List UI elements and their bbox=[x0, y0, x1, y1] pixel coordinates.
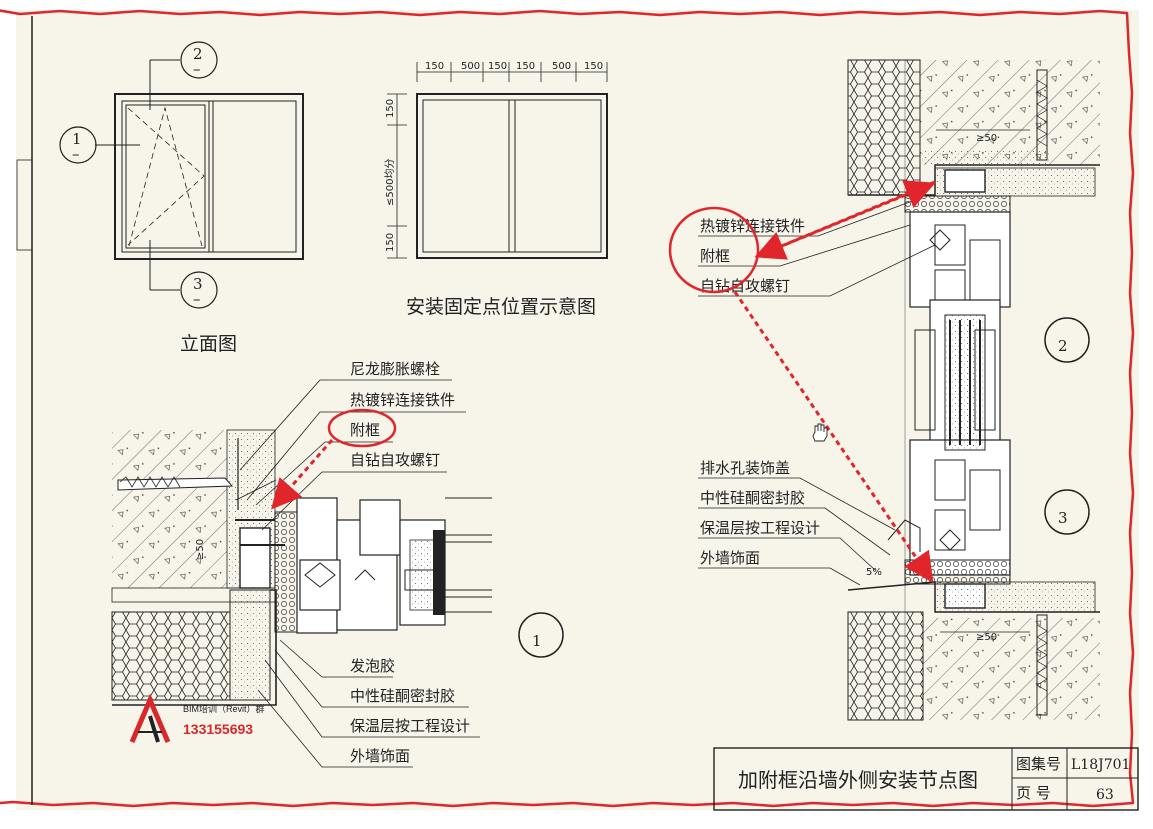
title-block bbox=[713, 747, 1139, 811]
title-block-set-label: 图集号 bbox=[1016, 755, 1061, 773]
d1-label-self-tapping-screw: 自钻自攻螺钉 bbox=[350, 451, 440, 469]
detail-1-leaders bbox=[239, 379, 480, 768]
d1-label-sub-frame: 附框 bbox=[350, 421, 380, 439]
red-arrow-to-top-frame bbox=[759, 180, 936, 257]
title-block-page-value: 63 bbox=[1096, 787, 1114, 803]
detail-2-number: 2 bbox=[1058, 337, 1068, 355]
detail-3-number: 3 bbox=[1058, 509, 1068, 527]
fix-dim-left-2: 150 bbox=[385, 233, 396, 252]
title-block-page-label: 页 号 bbox=[1016, 784, 1051, 802]
marker-3-sub: – bbox=[193, 290, 201, 308]
dr-label-galv-connector: 热镀锌连接铁件 bbox=[700, 217, 805, 235]
dr-label-sealant: 中性硅酮密封胶 bbox=[700, 489, 805, 507]
watermark-number: 133155693 bbox=[183, 721, 253, 737]
torn-red-border bbox=[0, 9, 1135, 808]
title-block-title: 加附框沿墙外侧安装节点图 bbox=[738, 768, 978, 792]
dr-label-facade: 外墙饰面 bbox=[700, 549, 760, 567]
red-arrow-subframe-left bbox=[271, 439, 334, 510]
fix-dim-top-5: 150 bbox=[584, 61, 603, 72]
fix-dim-top-2: 150 bbox=[488, 61, 507, 72]
detail-1-number-circle bbox=[518, 612, 564, 658]
red-highlight-subframe-left bbox=[327, 408, 397, 448]
detail-1-drawing bbox=[111, 429, 492, 706]
marker-1-sub: – bbox=[72, 145, 80, 163]
d1-label-foam: 发泡胶 bbox=[350, 657, 395, 675]
dr-label-sub-frame: 附框 bbox=[700, 247, 730, 265]
fix-points-view bbox=[396, 71, 608, 259]
detail-right-dim-top: ≥50 bbox=[976, 133, 997, 144]
d1-label-insulation: 保温层按工程设计 bbox=[350, 717, 470, 735]
fix-dim-left-1: ≤500均分 bbox=[384, 159, 396, 206]
watermark-logo bbox=[129, 693, 171, 743]
d1-label-sealant: 中性硅酮密封胶 bbox=[350, 687, 455, 705]
fix-dim-top-0: 150 bbox=[425, 61, 444, 72]
detail-right-dim-bottom: ≥50 bbox=[976, 632, 997, 643]
fix-dim-ticks-top bbox=[416, 62, 608, 82]
elevation-title: 立面图 bbox=[180, 333, 237, 355]
fix-dim-top-3: 150 bbox=[516, 61, 535, 72]
red-arrow-to-bottom-frame bbox=[733, 291, 934, 583]
detail-1-dim: ≥50 bbox=[195, 539, 206, 560]
hand-cursor-icon bbox=[812, 423, 828, 442]
marker-2-top: 2 bbox=[193, 45, 203, 63]
d1-label-facade: 外墙饰面 bbox=[350, 747, 410, 765]
fix-dim-left-0: 150 bbox=[385, 99, 396, 118]
elevation-view bbox=[59, 41, 304, 309]
detail-2-number-circle bbox=[1044, 317, 1090, 363]
fix-points-title: 安装固定点位置示意图 bbox=[406, 296, 596, 318]
marker-2-sub: – bbox=[193, 60, 201, 78]
d1-label-nylon-anchor: 尼龙膨胀螺栓 bbox=[350, 360, 440, 378]
binding-strip-marks bbox=[16, 159, 33, 251]
marker-3-bottom: 3 bbox=[193, 275, 203, 293]
fix-dim-top-4: 500 bbox=[552, 61, 571, 72]
marker-1-left: 1 bbox=[72, 130, 82, 148]
detail-3-number-circle bbox=[1044, 489, 1090, 535]
d1-label-galv-connector: 热镀锌连接铁件 bbox=[350, 391, 455, 409]
fix-dim-top-1: 500 bbox=[461, 61, 480, 72]
detail-right-slope: 5% bbox=[866, 567, 882, 578]
detail-right-leaders bbox=[698, 199, 936, 586]
dr-label-drain-cover: 排水孔装饰盖 bbox=[700, 459, 790, 477]
title-block-set-value: L18J701 bbox=[1071, 757, 1130, 773]
detail-1-number: 1 bbox=[532, 632, 542, 650]
watermark-group: BIM培训（Revit）群 bbox=[183, 703, 265, 714]
dr-label-insulation: 保温层按工程设计 bbox=[700, 519, 820, 537]
fix-dim-ticks-left bbox=[387, 93, 407, 259]
